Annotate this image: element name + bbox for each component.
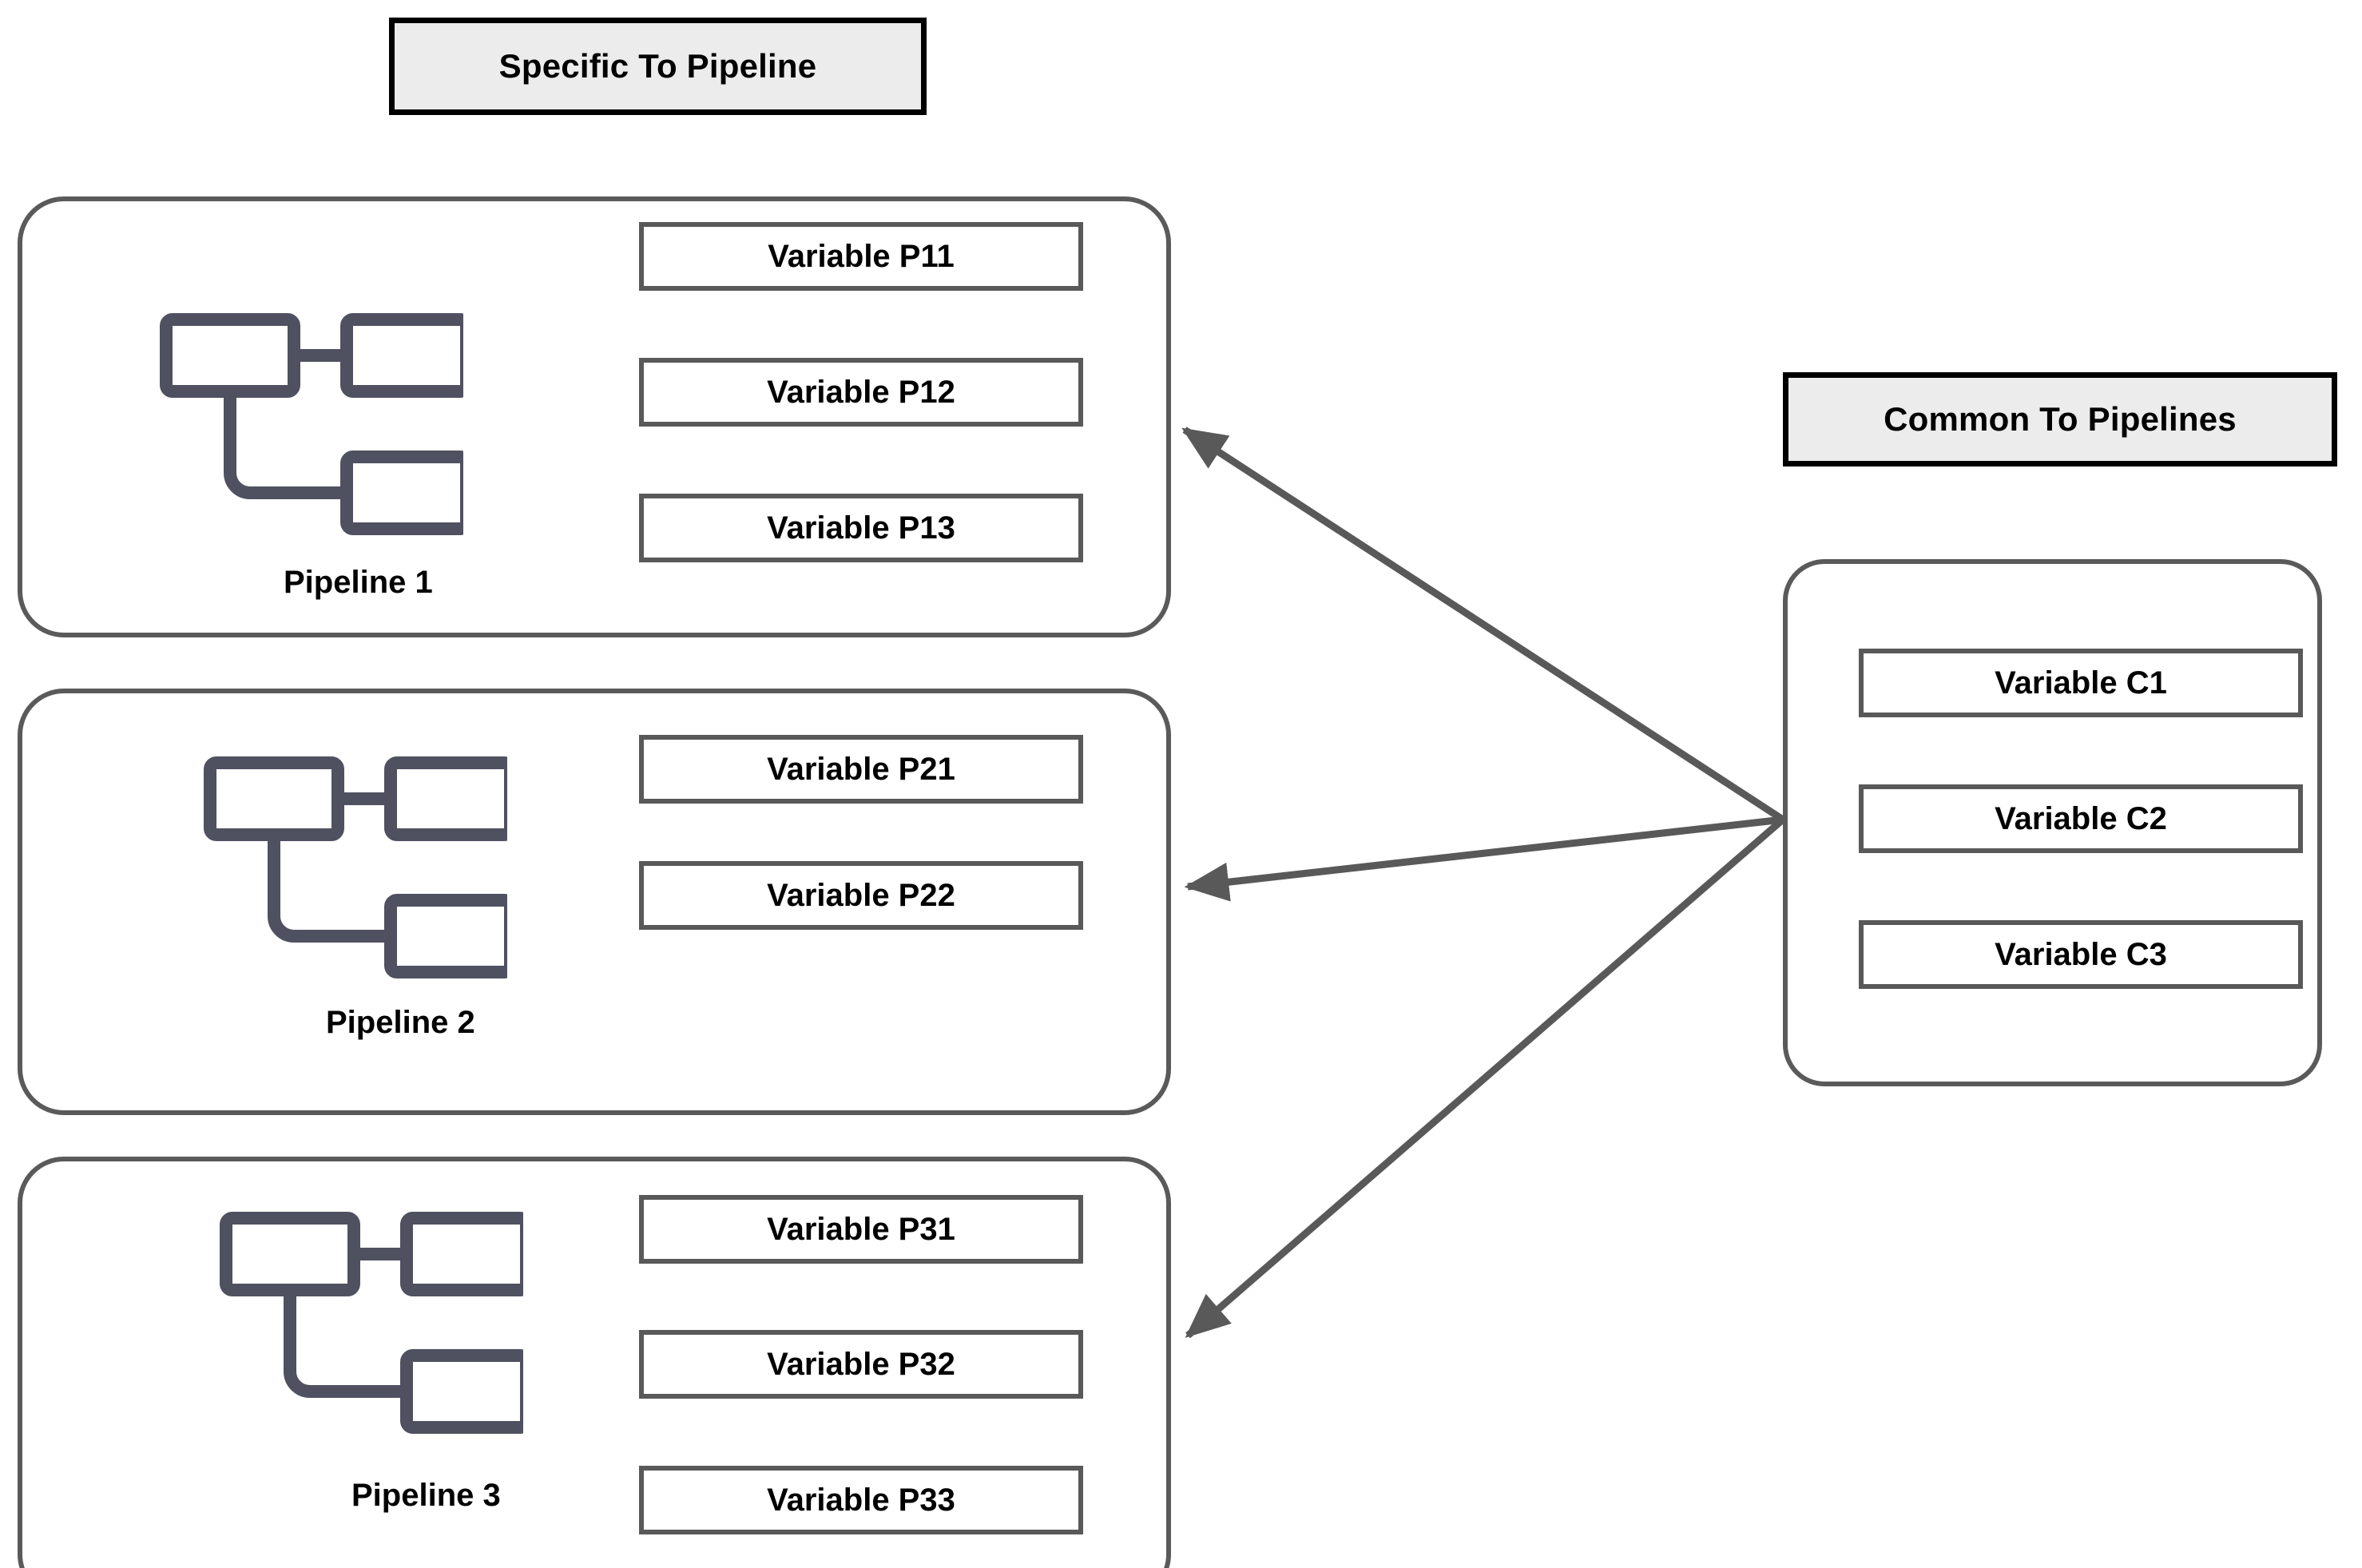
variable-label-p13: Variable P13 (767, 510, 955, 546)
header-common-to-pipelines: Common To Pipelines (1783, 372, 2337, 466)
variable-box-p22[interactable]: Variable P22 (639, 861, 1083, 930)
variable-label-p33: Variable P33 (767, 1482, 955, 1518)
variable-label-p21: Variable P21 (767, 751, 955, 787)
pipeline-caption-2: Pipeline 2 (326, 1005, 475, 1040)
arrow-common-to-pipeline-3 (1185, 816, 1785, 1339)
pipeline-hierarchy-icon (172, 1178, 533, 1458)
header-specific-to-pipeline: Specific To Pipeline (389, 18, 927, 115)
pipeline-caption-1: Pipeline 1 (284, 565, 433, 600)
arrow-common-to-pipeline-1 (1181, 427, 1785, 823)
variable-label-p32: Variable P32 (767, 1346, 955, 1382)
variable-label-p11: Variable P11 (768, 238, 955, 274)
variable-box-c3[interactable]: Variable C3 (1859, 920, 2303, 989)
pipeline-hierarchy-icon (112, 280, 473, 559)
variable-box-p21[interactable]: Variable P21 (639, 735, 1083, 804)
variable-box-p12[interactable]: Variable P12 (639, 358, 1083, 427)
variable-label-c2: Variable C2 (1995, 800, 2167, 836)
variable-box-p13[interactable]: Variable P13 (639, 494, 1083, 562)
variable-box-p31[interactable]: Variable P31 (639, 1195, 1083, 1264)
variable-box-c2[interactable]: Variable C2 (1859, 784, 2303, 853)
variable-label-c3: Variable C3 (1995, 936, 2167, 972)
variable-label-p31: Variable P31 (767, 1211, 955, 1247)
arrow-common-to-pipeline-2 (1184, 816, 1784, 902)
variable-box-c1[interactable]: Variable C1 (1859, 649, 2303, 717)
variable-box-p11[interactable]: Variable P11 (639, 222, 1083, 291)
variable-box-p32[interactable]: Variable P32 (639, 1330, 1083, 1399)
header-common-label: Common To Pipelines (1884, 400, 2237, 438)
header-specific-label: Specific To Pipeline (498, 47, 817, 85)
variable-box-p33[interactable]: Variable P33 (639, 1466, 1083, 1534)
variable-label-p22: Variable P22 (767, 877, 955, 913)
variable-label-p12: Variable P12 (767, 374, 955, 410)
pipeline-caption-3: Pipeline 3 (351, 1478, 501, 1513)
pipeline-hierarchy-icon (156, 723, 517, 1002)
variable-label-c1: Variable C1 (1995, 665, 2167, 701)
